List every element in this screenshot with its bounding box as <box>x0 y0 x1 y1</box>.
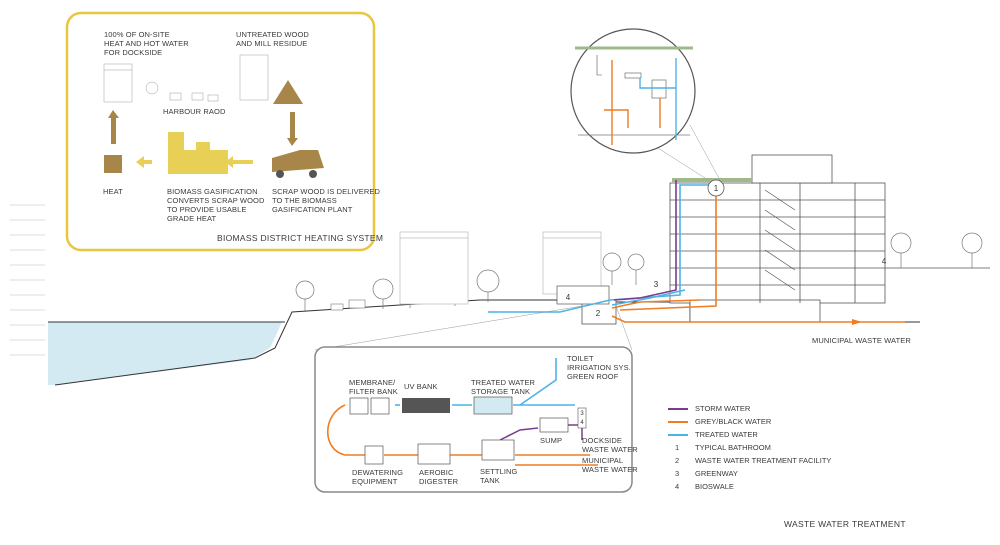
green-roof <box>672 178 752 182</box>
scrap-wood-label: SCRAP WOOD IS DELIVERED TO THE BIOMASS G… <box>272 187 381 214</box>
sump-label: SUMP <box>540 436 563 445</box>
biomass-box <box>65 11 376 252</box>
section-markers: 1 2 3 4 4 <box>566 179 887 318</box>
harbour-water <box>48 322 282 385</box>
membrane-label: MEMBRANE/ FILTER BANK <box>349 378 398 396</box>
main-building <box>669 154 886 323</box>
biomass-title: BIOMASS DISTRICT HEATING SYSTEM <box>217 233 384 243</box>
tank-marker-3: 3 <box>580 411 584 417</box>
marker-4b: 4 <box>882 257 887 266</box>
settling-label: SETTLING TANK <box>480 467 518 485</box>
municipal-waste-water-label: MUNICIPAL WASTE WATER <box>812 336 911 345</box>
bathroom-callout <box>570 28 696 154</box>
treated-storage-label: TREATED WATER STORAGE TANK <box>471 378 536 396</box>
aerobic-label: AEROBIC DIGESTER <box>419 468 459 486</box>
site-section: 1 2 3 4 4 <box>10 94 990 386</box>
grey-water-pipes <box>611 195 905 323</box>
tank-marker-4: 4 <box>580 420 584 426</box>
storage-tank-icon <box>473 396 513 415</box>
membrane-icon <box>349 397 369 415</box>
truck-icon <box>272 150 324 178</box>
municipal-arrow <box>852 319 862 325</box>
municipal-label: MUNICIPAL WASTE WATER <box>582 456 638 474</box>
wood-pile-icon <box>273 80 303 104</box>
heat-label: HEAT <box>103 187 123 196</box>
marker-4a: 4 <box>566 293 571 302</box>
storm-water-swatch <box>668 408 688 410</box>
treated-water-swatch <box>668 434 688 436</box>
heat-icon <box>104 155 122 173</box>
gasification-plant-icon <box>168 132 228 174</box>
heat-for-dockside-label: 100% OF ON-SITE HEAT AND HOT WATER FOR D… <box>104 30 189 57</box>
sump-icon <box>539 417 569 433</box>
gasification-label: BIOMASS GASIFICATION CONVERTS SCRAP WOOD… <box>167 187 265 223</box>
harbour-road-label: HARBOUR RAOD <box>163 107 226 116</box>
figure-caption: WASTE WATER TREATMENT <box>784 519 906 529</box>
uv-bank-icon <box>402 398 450 413</box>
untreated-wood-label: UNTREATED WOOD AND MILL RESIDUE <box>236 30 309 48</box>
legend-label: GREY/BLACK WATER <box>695 417 772 426</box>
dewatering-icon <box>364 445 384 465</box>
storm-water-pipe <box>613 180 677 301</box>
uv-bank-label: UV BANK <box>404 382 438 391</box>
aerobic-digester-icon <box>417 443 451 465</box>
building-stairs <box>764 189 796 291</box>
settling-tank-icon <box>481 439 515 461</box>
marker-2: 2 <box>596 309 601 318</box>
cars <box>330 299 366 311</box>
toilet-irrigation-label: TOILET IRRIGATION SYS. GREEN ROOF <box>567 354 631 381</box>
legend-label: TREATED WATER <box>695 430 758 439</box>
road-vehicles <box>145 81 219 102</box>
dockside-label: DOCKSIDE WASTE WATER <box>582 436 638 454</box>
background-buildings <box>399 231 602 305</box>
elevation-scale <box>10 204 45 356</box>
treatment-box: 3 4 <box>314 346 633 493</box>
dewatering-label: DEWATERING EQUIPMENT <box>352 468 403 486</box>
grey-water-swatch <box>668 421 688 423</box>
marker-3: 3 <box>654 280 659 289</box>
marker-1: 1 <box>714 184 719 193</box>
legend-label: STORM WATER <box>695 404 751 413</box>
